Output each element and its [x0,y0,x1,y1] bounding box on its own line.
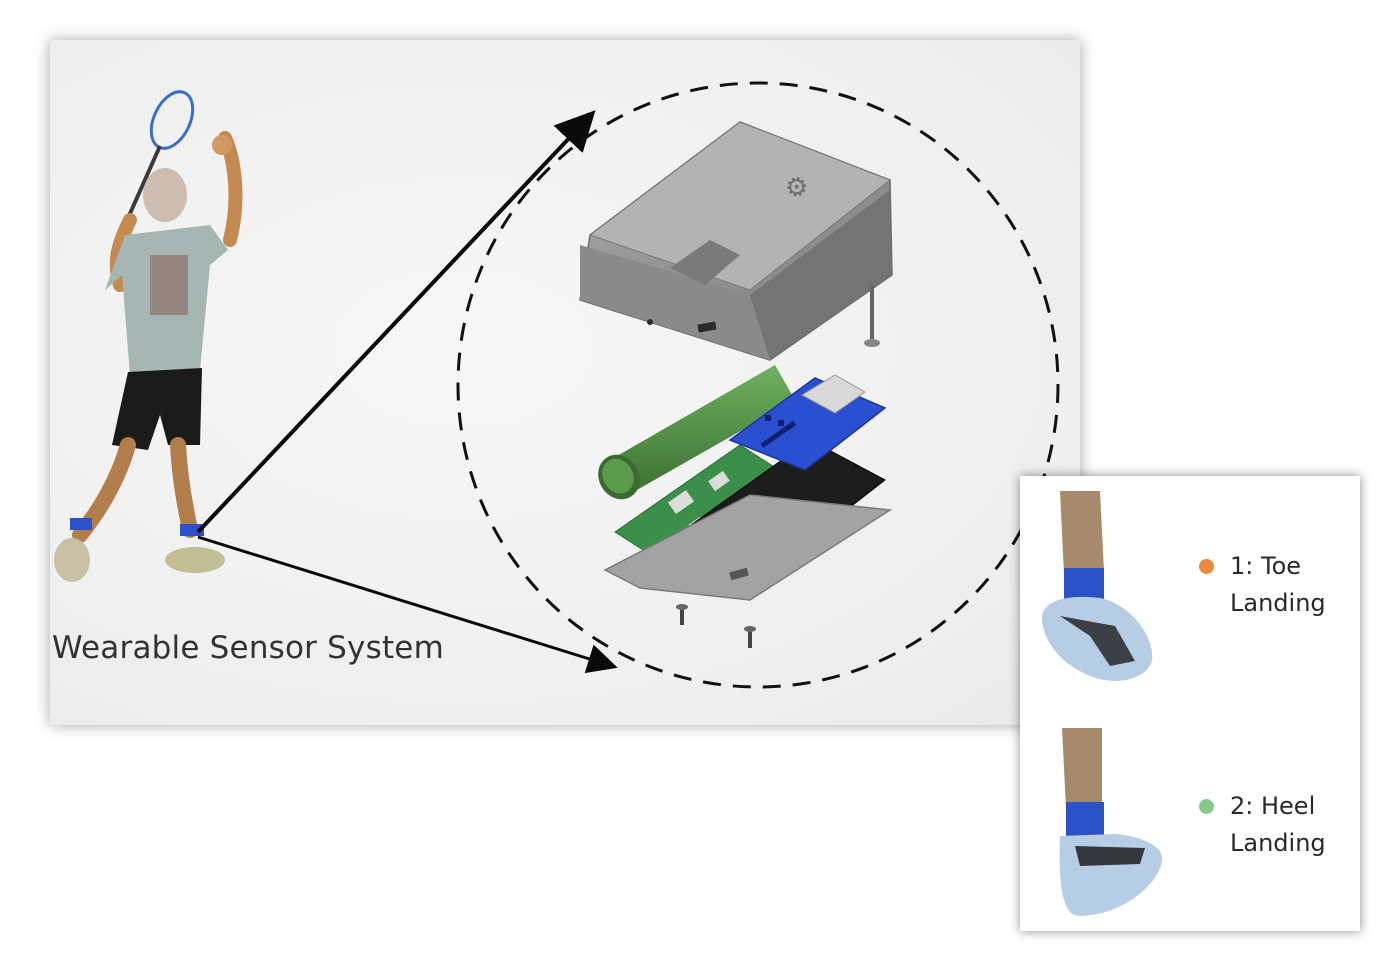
heel-landing-dot [1199,799,1214,814]
figure-caption: Wearable Sensor System [52,630,444,666]
zoom-circle [456,81,1060,689]
toe-landing-foot-image [1041,491,1153,681]
heel-landing-foot-image [1059,728,1163,916]
toe-landing-label-line1: 1: Toe [1230,552,1302,580]
heel-landing-label: 2: Heel Landing [1230,788,1326,862]
landing-types-inset: 1: Toe Landing 2: Heel Landing [1020,476,1360,931]
sensor-device-exploded-view: ⚙ [579,121,893,648]
toe-landing-dot [1199,559,1214,574]
base-plate [603,494,893,648]
heel-landing-label-line2: Landing [1230,829,1326,857]
racket-icon [126,90,195,219]
blue-module [728,374,887,471]
arrow-to-sensor-top [196,110,596,534]
toe-landing-label: 1: Toe Landing [1230,548,1326,622]
ankle-band-right [180,524,204,536]
heel-landing-label-line1: 2: Heel [1230,792,1316,820]
sensor-housing: ⚙ [579,121,893,361]
main-figure-panel: ⚙ [50,40,1080,725]
ankle-band-left [70,518,92,530]
main-figure-svg: ⚙ [54,81,1060,689]
badminton-player-figure [54,90,243,582]
inset-svg [1041,491,1163,916]
battery-cell [598,365,795,500]
toe-landing-label-line2: Landing [1230,589,1326,617]
arrow-to-sensor-bottom [197,535,618,674]
